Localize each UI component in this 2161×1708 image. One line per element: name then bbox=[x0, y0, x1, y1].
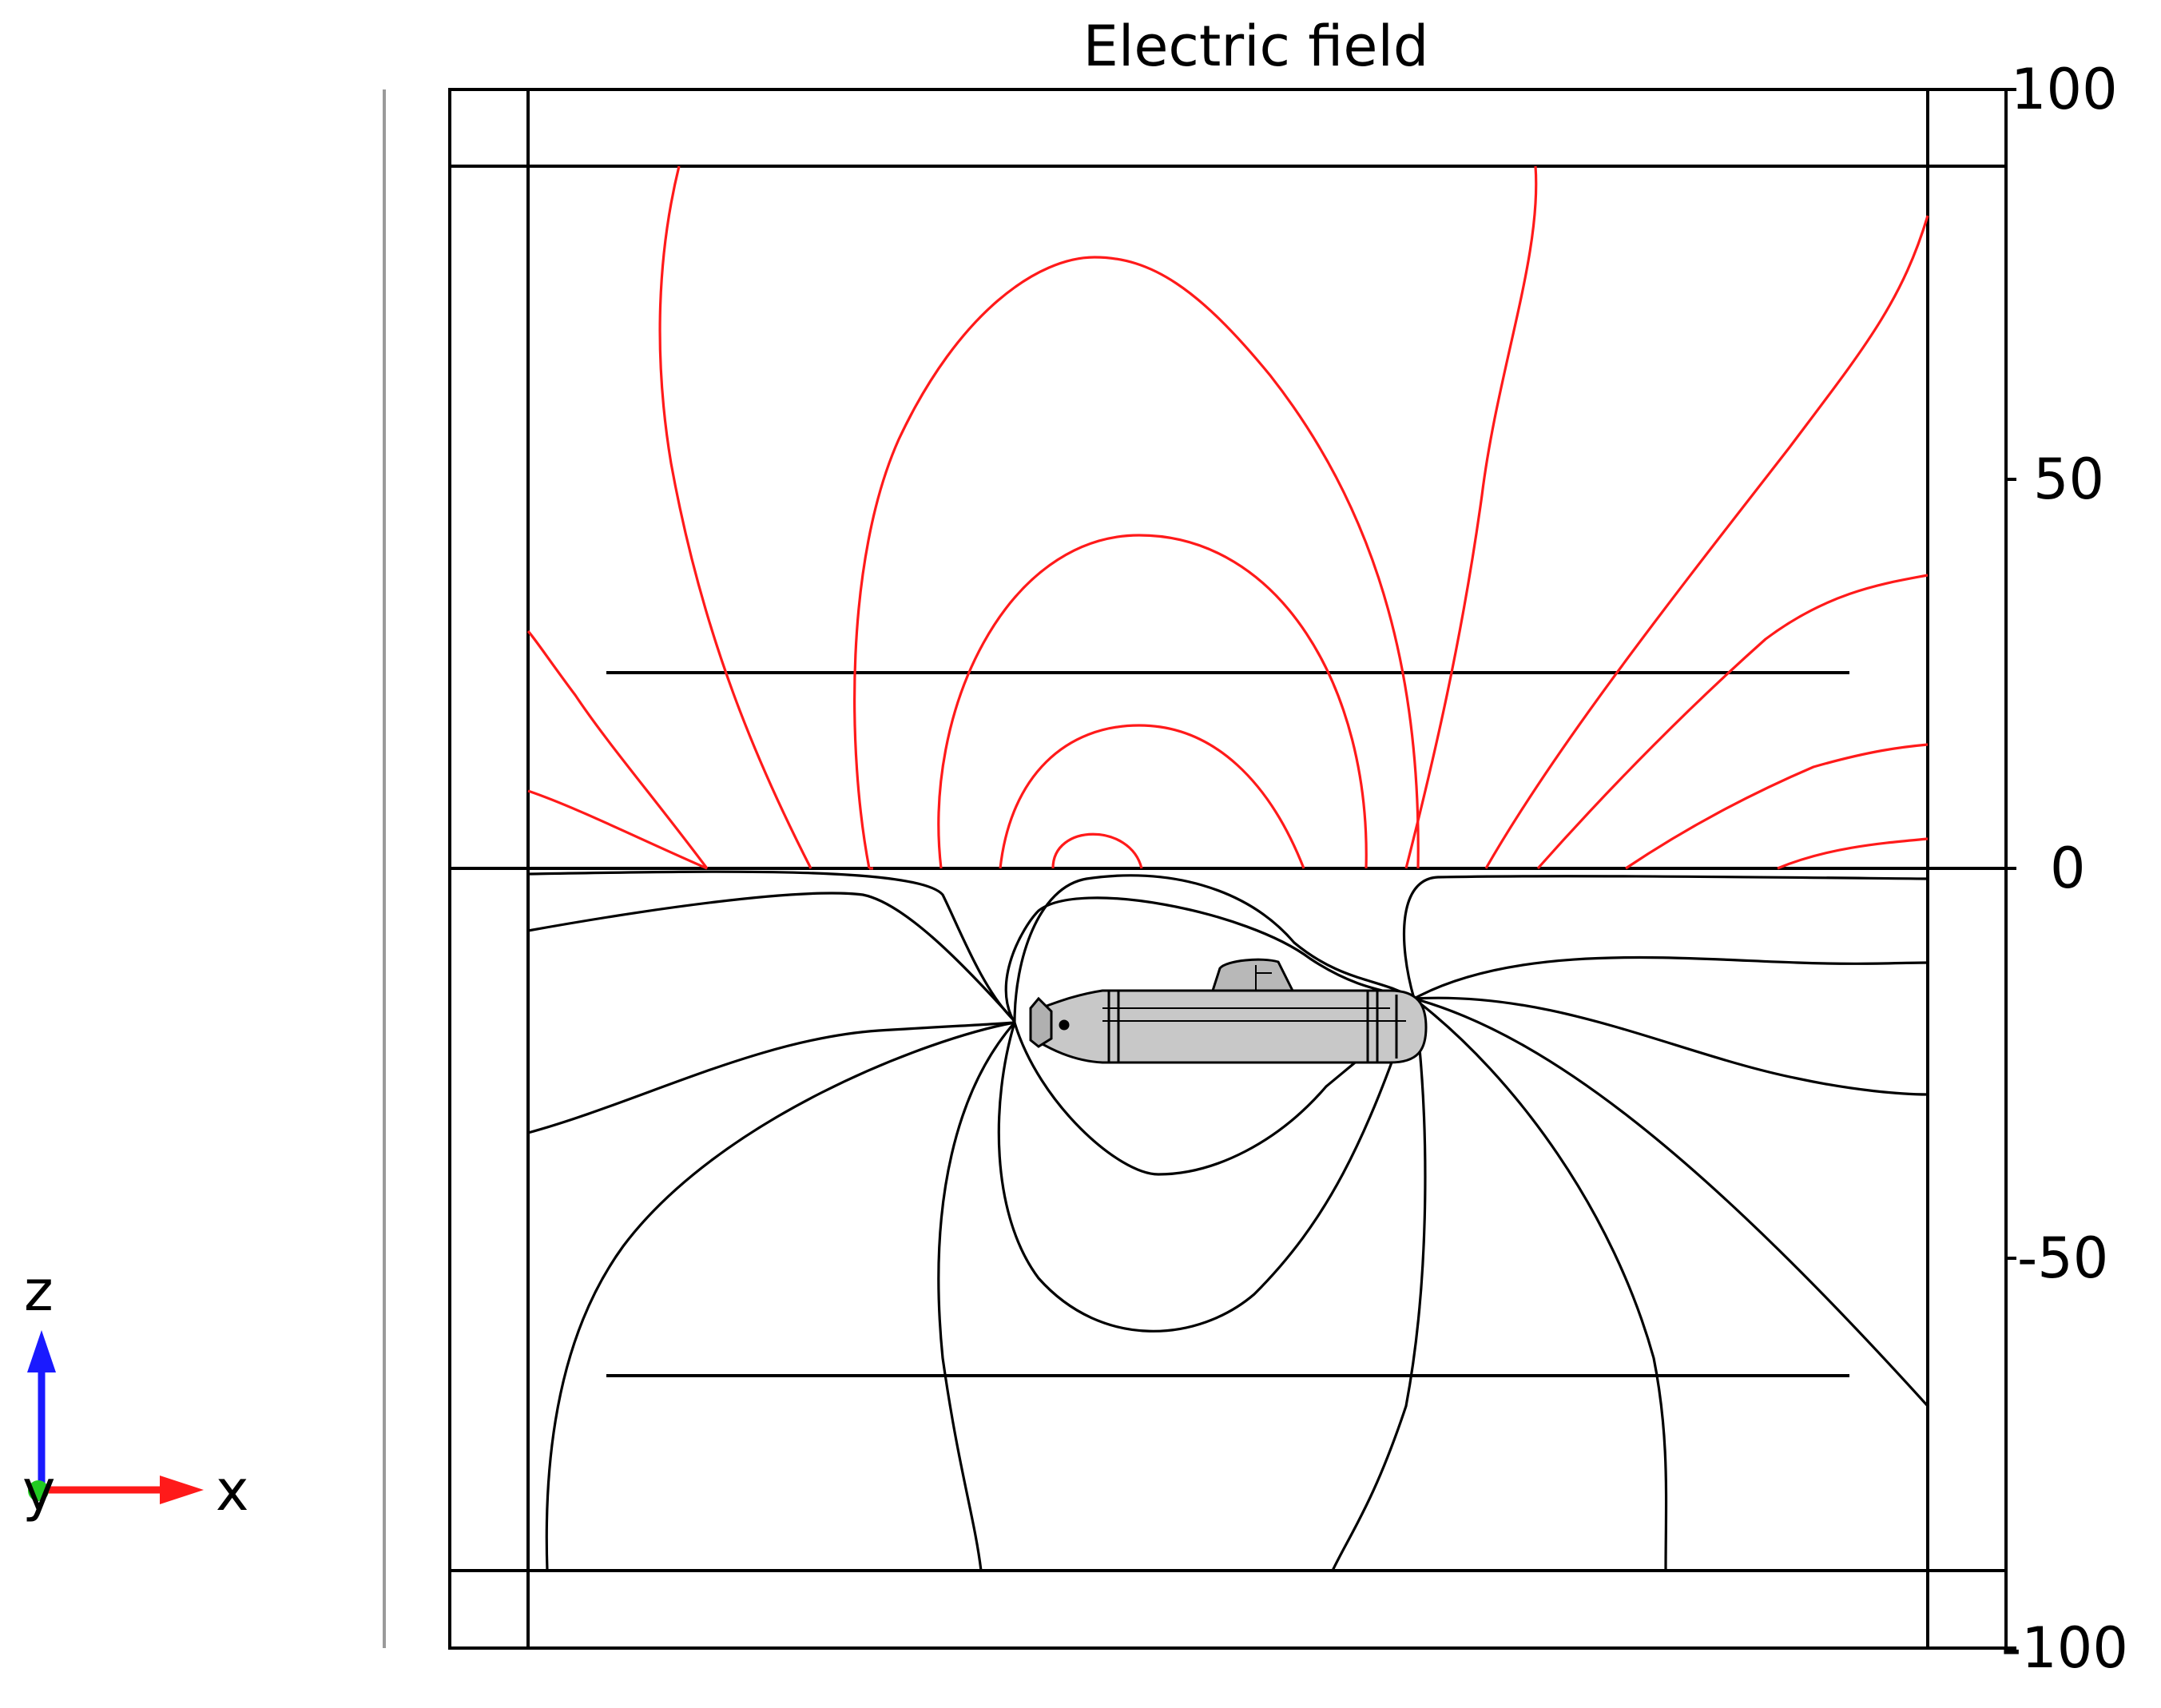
field-line bbox=[937, 534, 1368, 869]
z-axis-arrow-head bbox=[27, 1330, 56, 1372]
propeller-hub bbox=[1059, 1019, 1070, 1031]
field-line bbox=[528, 359, 811, 868]
z-axis-label: z bbox=[24, 1258, 54, 1324]
tick-label-0: 0 bbox=[2050, 836, 2086, 901]
field-line bbox=[1536, 574, 1929, 870]
air-field-lines bbox=[526, 165, 1929, 870]
field-line bbox=[1051, 832, 1143, 869]
field-line bbox=[1404, 165, 1538, 869]
field-line bbox=[550, 1023, 1015, 1571]
field-line bbox=[526, 630, 709, 869]
field-line bbox=[527, 870, 1016, 1023]
tick-label-minus-50: -50 bbox=[2017, 1225, 2108, 1291]
tick-label-50: 50 bbox=[2033, 447, 2104, 512]
x-axis-label: x bbox=[216, 1458, 248, 1523]
field-line bbox=[545, 1021, 1015, 1571]
field-line bbox=[527, 789, 708, 870]
x-axis-arrow-head bbox=[160, 1476, 204, 1504]
tick-label-100: 100 bbox=[2011, 57, 2118, 122]
axis-triad: z y x bbox=[22, 1258, 248, 1523]
field-line bbox=[528, 677, 811, 868]
field-line bbox=[1331, 998, 1427, 1571]
submarine-tail-fin bbox=[1029, 996, 1053, 1048]
submarine bbox=[1029, 958, 1428, 1064]
y-axis-label: y bbox=[22, 1458, 55, 1523]
field-line bbox=[1777, 837, 1929, 870]
field-line bbox=[1004, 896, 1415, 1023]
field-line bbox=[1402, 875, 1929, 999]
field-line bbox=[853, 256, 1420, 869]
field-line bbox=[1625, 743, 1929, 870]
domain-frame bbox=[448, 88, 2008, 1650]
field-line bbox=[527, 1021, 1015, 1134]
field-line bbox=[1484, 215, 1929, 869]
field-line bbox=[1413, 997, 1668, 1571]
field-line bbox=[527, 892, 1016, 1023]
z-axis-tick-labels: 100 50 0 -50 -100 bbox=[2001, 57, 2128, 1681]
field-line bbox=[1013, 874, 1415, 1023]
y-axis-origin-dot bbox=[28, 1480, 49, 1501]
plot-title: Electric field bbox=[1083, 14, 1429, 79]
field-line bbox=[1413, 996, 1929, 1096]
field-line bbox=[999, 724, 1305, 869]
field-line bbox=[937, 1021, 1016, 1571]
field-line bbox=[551, 1023, 1015, 1571]
field-line bbox=[528, 635, 811, 868]
z-axis-ticks bbox=[2006, 88, 2016, 1650]
field-line bbox=[1413, 955, 1929, 1000]
tick-label-minus-100: -100 bbox=[2001, 1615, 2128, 1681]
submarine-sail bbox=[1210, 958, 1295, 992]
field-line bbox=[997, 998, 1416, 1333]
water-field-lines bbox=[527, 870, 1929, 1571]
field-line bbox=[658, 165, 812, 869]
field-line bbox=[1413, 997, 1929, 1408]
